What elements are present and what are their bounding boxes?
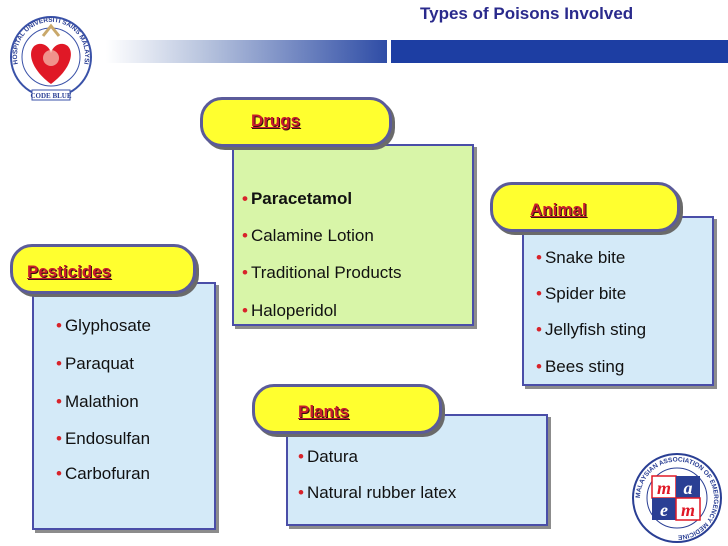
- pesticides-panel: [32, 282, 216, 530]
- animal-item-jellyfish: •Jellyfish sting: [536, 320, 647, 339]
- association-logo: MALAYSIAN ASSOCIATION OF EMERGENCY MEDIC…: [632, 453, 722, 543]
- drugs-item-paracetamol: •Paracetamol: [242, 189, 353, 208]
- drugs-panel: [232, 144, 474, 326]
- drugs-item-haloperidol: •Haloperidol: [242, 301, 337, 320]
- pesticides-item-paraquat: •Paraquat: [56, 354, 134, 373]
- plants-item-datura: •Datura: [298, 447, 358, 466]
- pesticides-item-endosulfan: •Endosulfan: [56, 429, 151, 448]
- pesticides-label: Pesticides: [27, 262, 112, 281]
- logo-letter-m: m: [657, 478, 671, 498]
- hospital-logo: HOSPITAL UNIVERSITI SAINS MALAYSIA CODE …: [6, 12, 92, 101]
- animal-item-snake: •Snake bite: [536, 248, 626, 267]
- animal-item-bees: •Bees sting: [536, 357, 625, 376]
- logo-letter-a: a: [684, 478, 693, 498]
- animal-item-spider: •Spider bite: [536, 284, 627, 303]
- animal-pill: [490, 182, 680, 232]
- title-bar: [106, 40, 387, 63]
- logo-letter-m2: m: [681, 500, 695, 520]
- drugs-item-traditional: •Traditional Products: [242, 263, 402, 282]
- animal-panel: [522, 216, 714, 386]
- title-bar-right: [391, 40, 728, 63]
- logo-letter-e: e: [660, 500, 668, 520]
- animal-label: Animal: [530, 200, 587, 219]
- plants-item-latex: •Natural rubber latex: [298, 483, 457, 502]
- pesticides-pill: [10, 244, 196, 294]
- pesticides-item-glyphosate: •Glyphosate: [56, 316, 151, 335]
- drugs-item-calamine: •Calamine Lotion: [242, 226, 374, 245]
- drugs-label: Drugs: [251, 111, 301, 130]
- slide-title: Types of Poisons Involved: [420, 4, 634, 23]
- plants-label: Plants: [298, 402, 350, 421]
- drugs-pill: [200, 97, 392, 147]
- plants-pill: [252, 384, 442, 434]
- pesticides-item-carbofuran: •Carbofuran: [56, 464, 151, 483]
- pesticides-item-malathion: •Malathion: [56, 392, 139, 411]
- code-blue-ribbon: CODE BLUE: [30, 92, 71, 100]
